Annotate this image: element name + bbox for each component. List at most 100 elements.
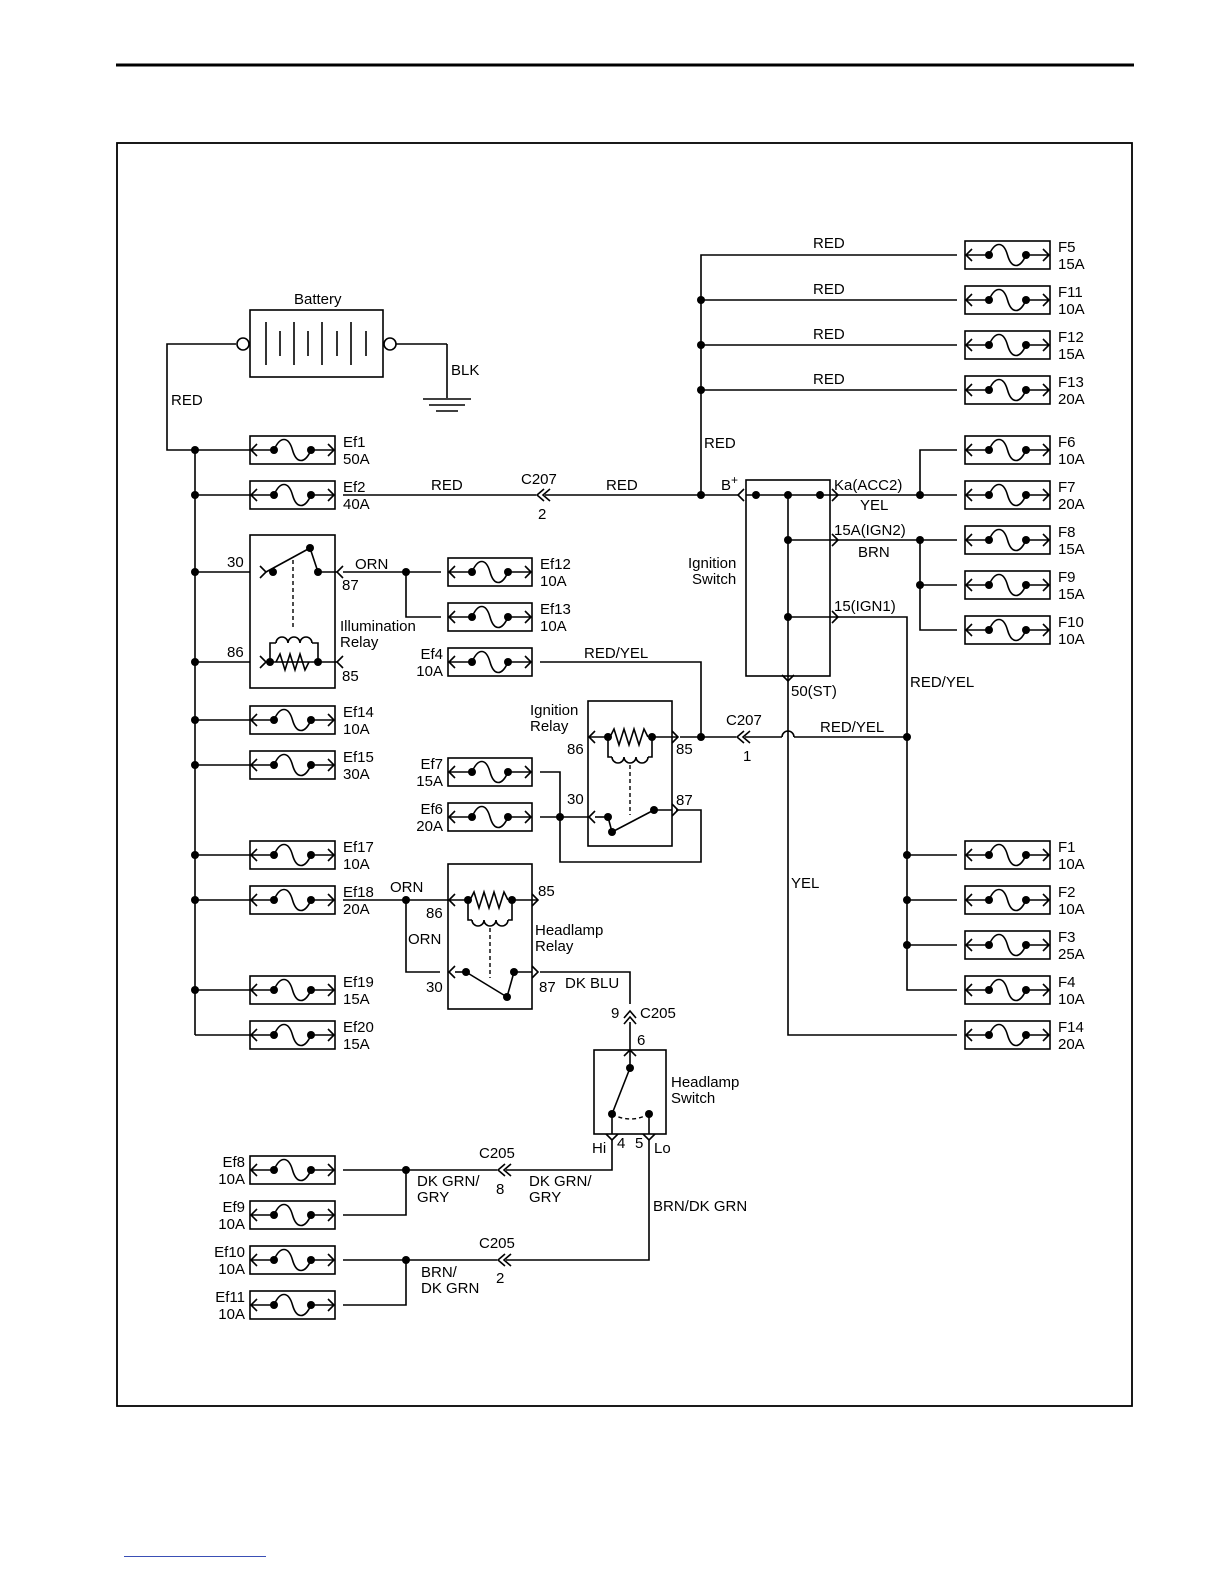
- fuse-rating: 15A: [1058, 586, 1085, 603]
- c207-mid-pin: 1: [743, 748, 751, 765]
- wire-red-yel-ef4: RED/YEL: [584, 645, 648, 662]
- c205-lo-pin: 2: [496, 1270, 504, 1287]
- wire-dkgrn-gry-right-2: GRY: [529, 1189, 561, 1206]
- fuse-name: Ef14: [343, 704, 374, 721]
- fuse-rating: 10A: [218, 1306, 245, 1323]
- diagram-frame: [116, 142, 1133, 1407]
- wire-red-ef2: RED: [431, 477, 463, 494]
- fuse-rating: 10A: [1058, 856, 1085, 873]
- connector-labels: C207 2 C207 1 C205 9 6 C205 8 C205 2: [479, 471, 762, 1287]
- wire-labels: RED BLK RED RED RED RED RED RED RED YEL …: [171, 235, 974, 1297]
- fuse-name: Ef12: [540, 556, 571, 573]
- fuse-rating: 10A: [343, 721, 370, 738]
- wire-red-yel-bus: RED/YEL: [820, 719, 884, 736]
- fuse-rating: 50A: [343, 451, 370, 468]
- wire-brn-dkgrn-right: BRN/DK GRN: [653, 1198, 747, 1215]
- fuse-name: F14: [1058, 1019, 1084, 1036]
- fuse-name: Ef4: [420, 646, 443, 663]
- head-pin-87: 87: [539, 979, 556, 996]
- wire-blk: BLK: [451, 362, 479, 379]
- wire-orn-head2: ORN: [408, 931, 441, 948]
- ground-icon: [423, 344, 471, 412]
- ign-switch-ign1: 15(IGN1): [834, 598, 896, 615]
- c205-top-pin6: 6: [637, 1032, 645, 1049]
- fuse-name: Ef1: [343, 434, 366, 451]
- illum-pin-30: 30: [227, 554, 244, 571]
- fuse-rating: 10A: [1058, 901, 1085, 918]
- c207-top-pin: 2: [538, 506, 546, 523]
- connector-c205-hi: [496, 1163, 512, 1177]
- fuses: Ef150AEf240AEf1410AEf1530AEf1710AEf1820A…: [214, 239, 1085, 1323]
- head-switch-pin4: 4: [617, 1135, 625, 1152]
- head-relay-label-2: Relay: [535, 938, 574, 955]
- fuse-rating: 10A: [218, 1261, 245, 1278]
- component-labels: Illumination Relay 30 87 86 85 Ignition …: [227, 473, 906, 1157]
- fuse-name: Ef17: [343, 839, 374, 856]
- fuse-name: Ef11: [215, 1289, 245, 1306]
- junction-dots: [191, 296, 924, 1264]
- fuse-rating: 15A: [343, 991, 370, 1008]
- fuse-name: F8: [1058, 524, 1076, 541]
- footer-link-underline: [124, 1556, 266, 1557]
- fuse-name: F13: [1058, 374, 1084, 391]
- wire-red-vert: RED: [704, 435, 736, 452]
- fuse-rating: 20A: [1058, 496, 1085, 513]
- ign-switch-ign2: 15A(IGN2): [834, 522, 906, 539]
- c205-lo-name: C205: [479, 1235, 515, 1252]
- fuse-name: F9: [1058, 569, 1076, 586]
- fuse-name: F2: [1058, 884, 1076, 901]
- wire-brn-dkgrn-left-1: BRN/: [421, 1264, 458, 1281]
- fuse-rating: 10A: [1058, 991, 1085, 1008]
- wire-yel-st: YEL: [791, 875, 819, 892]
- fuse-name: F7: [1058, 479, 1076, 496]
- c207-mid-name: C207: [726, 712, 762, 729]
- fuse-rating: 10A: [1058, 631, 1085, 648]
- fuse-rating: 10A: [1058, 301, 1085, 318]
- wire-red-f11: RED: [813, 281, 845, 298]
- fuse-name: F5: [1058, 239, 1076, 256]
- c205-top-name: C205: [640, 1005, 676, 1022]
- wire-orn-head1: ORN: [390, 879, 423, 896]
- ign-switch-label-1: Ignition: [688, 555, 736, 572]
- wire-brn: BRN: [858, 544, 890, 561]
- fuse-rating: 10A: [343, 856, 370, 873]
- fuse-name: F4: [1058, 974, 1076, 991]
- fuse-rating: 20A: [1058, 1036, 1085, 1053]
- ign-pin-30: 30: [567, 791, 584, 808]
- wire-red-left: RED: [171, 392, 203, 409]
- fuse-name: Ef19: [343, 974, 374, 991]
- ign-pin-85: 85: [676, 741, 693, 758]
- head-pin-30: 30: [426, 979, 443, 996]
- ign-relay-label-2: Relay: [530, 718, 569, 735]
- ign-relay-label-1: Ignition: [530, 702, 578, 719]
- wire-red-yel-ign1: RED/YEL: [910, 674, 974, 691]
- ignition-switch: [736, 479, 840, 683]
- fuse-name: Ef18: [343, 884, 374, 901]
- ign-switch-label-2: Switch: [692, 571, 736, 588]
- fuse-rating: 15A: [1058, 541, 1085, 558]
- fuse-name: F10: [1058, 614, 1084, 631]
- headlamp-switch: [593, 1048, 667, 1142]
- head-switch-label-2: Switch: [671, 1090, 715, 1107]
- head-relay-label-1: Headlamp: [535, 922, 603, 939]
- wire-yel-acc: YEL: [860, 497, 888, 514]
